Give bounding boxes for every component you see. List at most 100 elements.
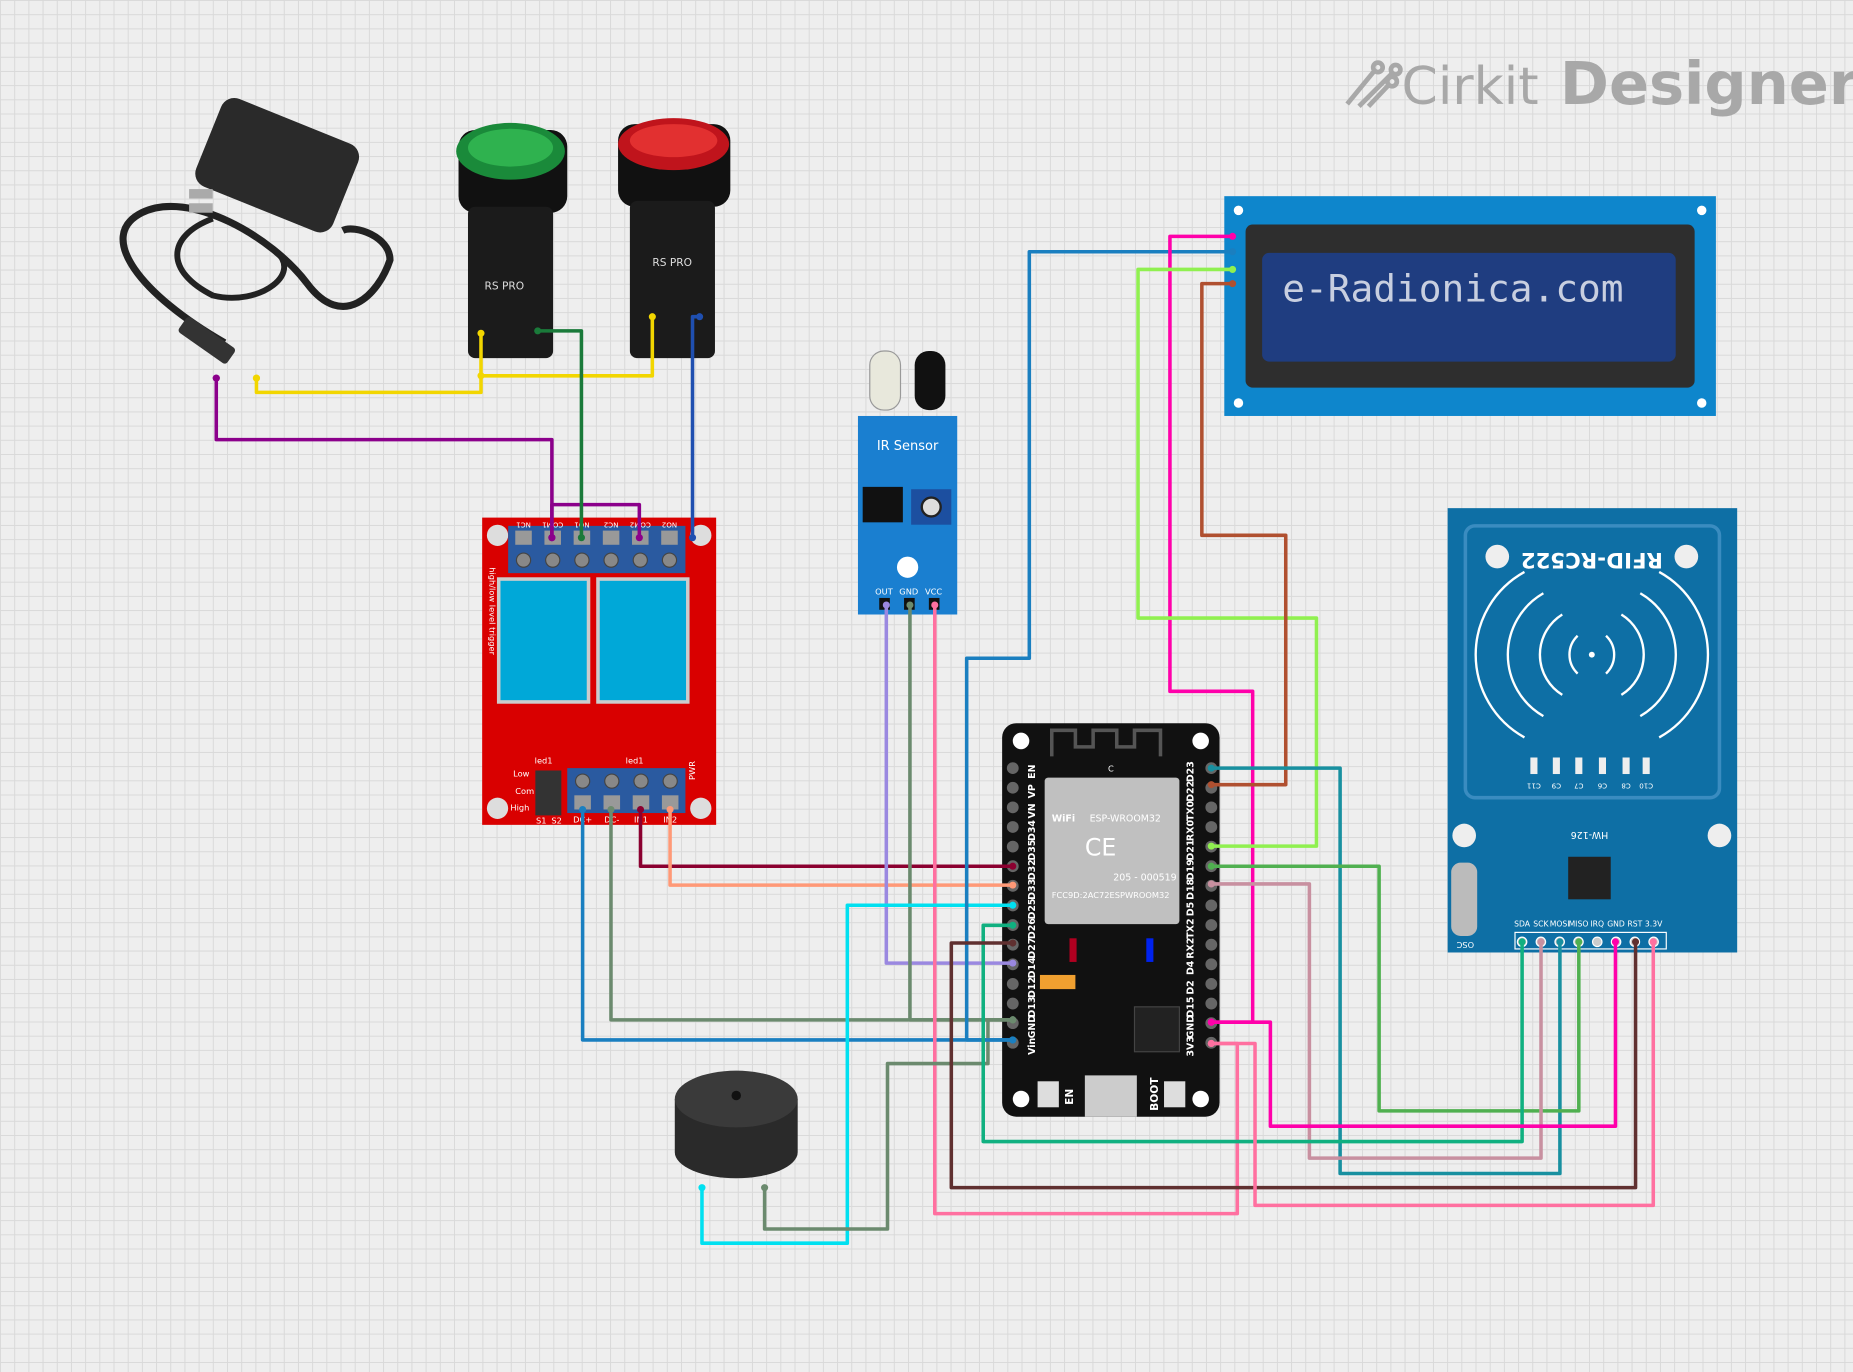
- wire-endpoint[interactable]: [607, 805, 615, 814]
- wire-green-lamp-to-no1[interactable]: [537, 329, 584, 538]
- relay-terminal-nc2[interactable]: [602, 530, 620, 545]
- wire-endpoint[interactable]: [698, 1184, 706, 1192]
- relay-terminal-in1[interactable]: [632, 795, 650, 810]
- esp-pin-d12-left[interactable]: [1006, 978, 1019, 990]
- wire-endpoint[interactable]: [1207, 1039, 1215, 1048]
- wire-endpoint[interactable]: [534, 327, 542, 335]
- wire-endpoint[interactable]: [1009, 901, 1017, 909]
- ir-sensor-module[interactable]: IR Sensor OUT GND VCC: [857, 350, 958, 615]
- wire-rfid-mosi-d23[interactable]: [1211, 766, 1562, 1176]
- wire-endpoint[interactable]: [1207, 862, 1215, 870]
- wire-lcd-sda-d21[interactable]: [1136, 267, 1319, 848]
- wire-buzzer-plus-d25[interactable]: [700, 903, 1013, 1245]
- wire-endpoint[interactable]: [212, 374, 220, 382]
- wire-endpoint[interactable]: [1207, 764, 1215, 772]
- green-indicator-lamp[interactable]: RS PRO: [456, 122, 568, 359]
- esp-pin-vn-left[interactable]: [1006, 801, 1019, 814]
- wire-endpoint[interactable]: [477, 329, 485, 337]
- wire-lcd-vcc[interactable]: [964, 249, 1233, 1042]
- wire-endpoint[interactable]: [1009, 921, 1017, 929]
- wire-endpoint[interactable]: [906, 601, 914, 609]
- wire-endpoint[interactable]: [1229, 265, 1237, 273]
- wire-yellow-red-lamp[interactable]: [480, 316, 655, 378]
- wire-endpoint[interactable]: [548, 534, 556, 542]
- wire-rfid-miso-d19[interactable]: [1211, 864, 1581, 1113]
- esp-pin-d4-right[interactable]: [1205, 958, 1218, 971]
- wire-endpoint[interactable]: [1537, 938, 1545, 946]
- esp-pin-vp-left[interactable]: [1006, 781, 1019, 794]
- wire-endpoint[interactable]: [1009, 1016, 1017, 1024]
- wire-endpoint[interactable]: [1207, 781, 1215, 789]
- wire-endpoint[interactable]: [477, 372, 485, 380]
- wire-ir-out-d14[interactable]: [884, 605, 1013, 965]
- wire-endpoint[interactable]: [1009, 959, 1017, 967]
- esp-pin-rx0-right[interactable]: [1205, 821, 1218, 833]
- wire-endpoint[interactable]: [1207, 842, 1215, 850]
- relay-terminal-in2[interactable]: [661, 795, 679, 810]
- esp-pin-d15-right[interactable]: [1205, 997, 1218, 1010]
- wire-endpoint[interactable]: [1518, 938, 1526, 946]
- wire-endpoint[interactable]: [696, 313, 704, 321]
- wire-rfid-3v3[interactable]: [1211, 941, 1656, 1208]
- wire-endpoint[interactable]: [636, 805, 645, 814]
- wire-endpoint[interactable]: [1207, 880, 1215, 888]
- wire-rfid-sck-d18[interactable]: [1211, 882, 1543, 1160]
- wire-endpoint[interactable]: [1649, 938, 1657, 946]
- wire-endpoint[interactable]: [1009, 1036, 1017, 1044]
- wire-endpoint[interactable]: [1229, 248, 1237, 256]
- esp-pin-d34-left[interactable]: [1006, 821, 1019, 833]
- wire-endpoint[interactable]: [761, 1184, 769, 1192]
- wire-endpoint[interactable]: [1009, 939, 1017, 947]
- wire-endpoint[interactable]: [931, 601, 939, 609]
- esp-pin-d13-left[interactable]: [1006, 997, 1019, 1010]
- esp32-devkit[interactable]: C WiFi ESP-WROOM32 CE 205 - 000519 FCC9D…: [1002, 723, 1220, 1117]
- esp-pin-en-left[interactable]: [1006, 762, 1019, 775]
- wire-adapter-to-relay-com1[interactable]: [214, 378, 554, 538]
- wire-rfid-rst-d27[interactable]: [949, 941, 1638, 1190]
- esp-pin-d2-right[interactable]: [1205, 978, 1218, 990]
- wire-endpoint[interactable]: [1009, 862, 1017, 870]
- red-indicator-lamp[interactable]: RS PRO: [618, 118, 731, 359]
- wire-endpoint[interactable]: [1009, 881, 1017, 889]
- wire-endpoint[interactable]: [688, 534, 697, 542]
- wire-endpoint[interactable]: [1631, 938, 1640, 946]
- relay-terminal-nc1[interactable]: [515, 530, 532, 545]
- esp-pin-tx0-right[interactable]: [1205, 801, 1218, 814]
- wire-endpoint[interactable]: [579, 805, 587, 814]
- relay-terminal-dc[interactable]: [574, 795, 591, 810]
- wire-relay-in1-d32[interactable]: [638, 809, 1013, 868]
- wire-rfid-sda-d26[interactable]: [981, 923, 1524, 1144]
- wire-relay-dcplus-vin[interactable]: [580, 809, 1013, 1042]
- wire-endpoint[interactable]: [1229, 232, 1237, 240]
- wire-relay-com-jumper[interactable]: [550, 502, 642, 538]
- esp-pin-d35-left[interactable]: [1006, 840, 1019, 853]
- wire-endpoint[interactable]: [1229, 280, 1237, 288]
- wire-rfid-gnd[interactable]: [1211, 941, 1618, 1128]
- wire-endpoint[interactable]: [1575, 938, 1583, 946]
- rfid-pin-irq[interactable]: [1591, 936, 1603, 948]
- wire-lcd-scl-d22[interactable]: [1200, 281, 1288, 787]
- wire-ir-gnd[interactable]: [908, 605, 1013, 1022]
- relay-terminal-no2[interactable]: [661, 530, 678, 545]
- wire-adapter-to-lamps[interactable]: [254, 333, 483, 395]
- wire-buzzer-minus-gnd[interactable]: [762, 1018, 1013, 1231]
- wire-endpoint[interactable]: [882, 601, 890, 609]
- wire-endpoint[interactable]: [1611, 938, 1619, 946]
- two-channel-relay-module[interactable]: high/low level trigger Low Com High S1 S…: [482, 517, 717, 826]
- esp-pin-rx2-right[interactable]: [1205, 938, 1218, 951]
- relay-terminal-dc[interactable]: [603, 795, 621, 810]
- wire-relay-in2-d33[interactable]: [668, 809, 1013, 887]
- lcd-16x2-display[interactable]: e-Radionica.com: [1224, 196, 1716, 416]
- power-adapter[interactable]: [119, 94, 394, 382]
- wire-endpoint[interactable]: [577, 534, 585, 542]
- wire-endpoint[interactable]: [1207, 1018, 1215, 1026]
- piezo-buzzer[interactable]: [674, 1070, 798, 1179]
- esp-pin-tx2-right[interactable]: [1205, 919, 1218, 931]
- wire-endpoint[interactable]: [648, 313, 656, 321]
- wire-endpoint[interactable]: [252, 374, 260, 382]
- wire-endpoint[interactable]: [1556, 938, 1564, 946]
- wire-endpoint[interactable]: [635, 534, 643, 542]
- esp-pin-d5-right[interactable]: [1205, 899, 1218, 912]
